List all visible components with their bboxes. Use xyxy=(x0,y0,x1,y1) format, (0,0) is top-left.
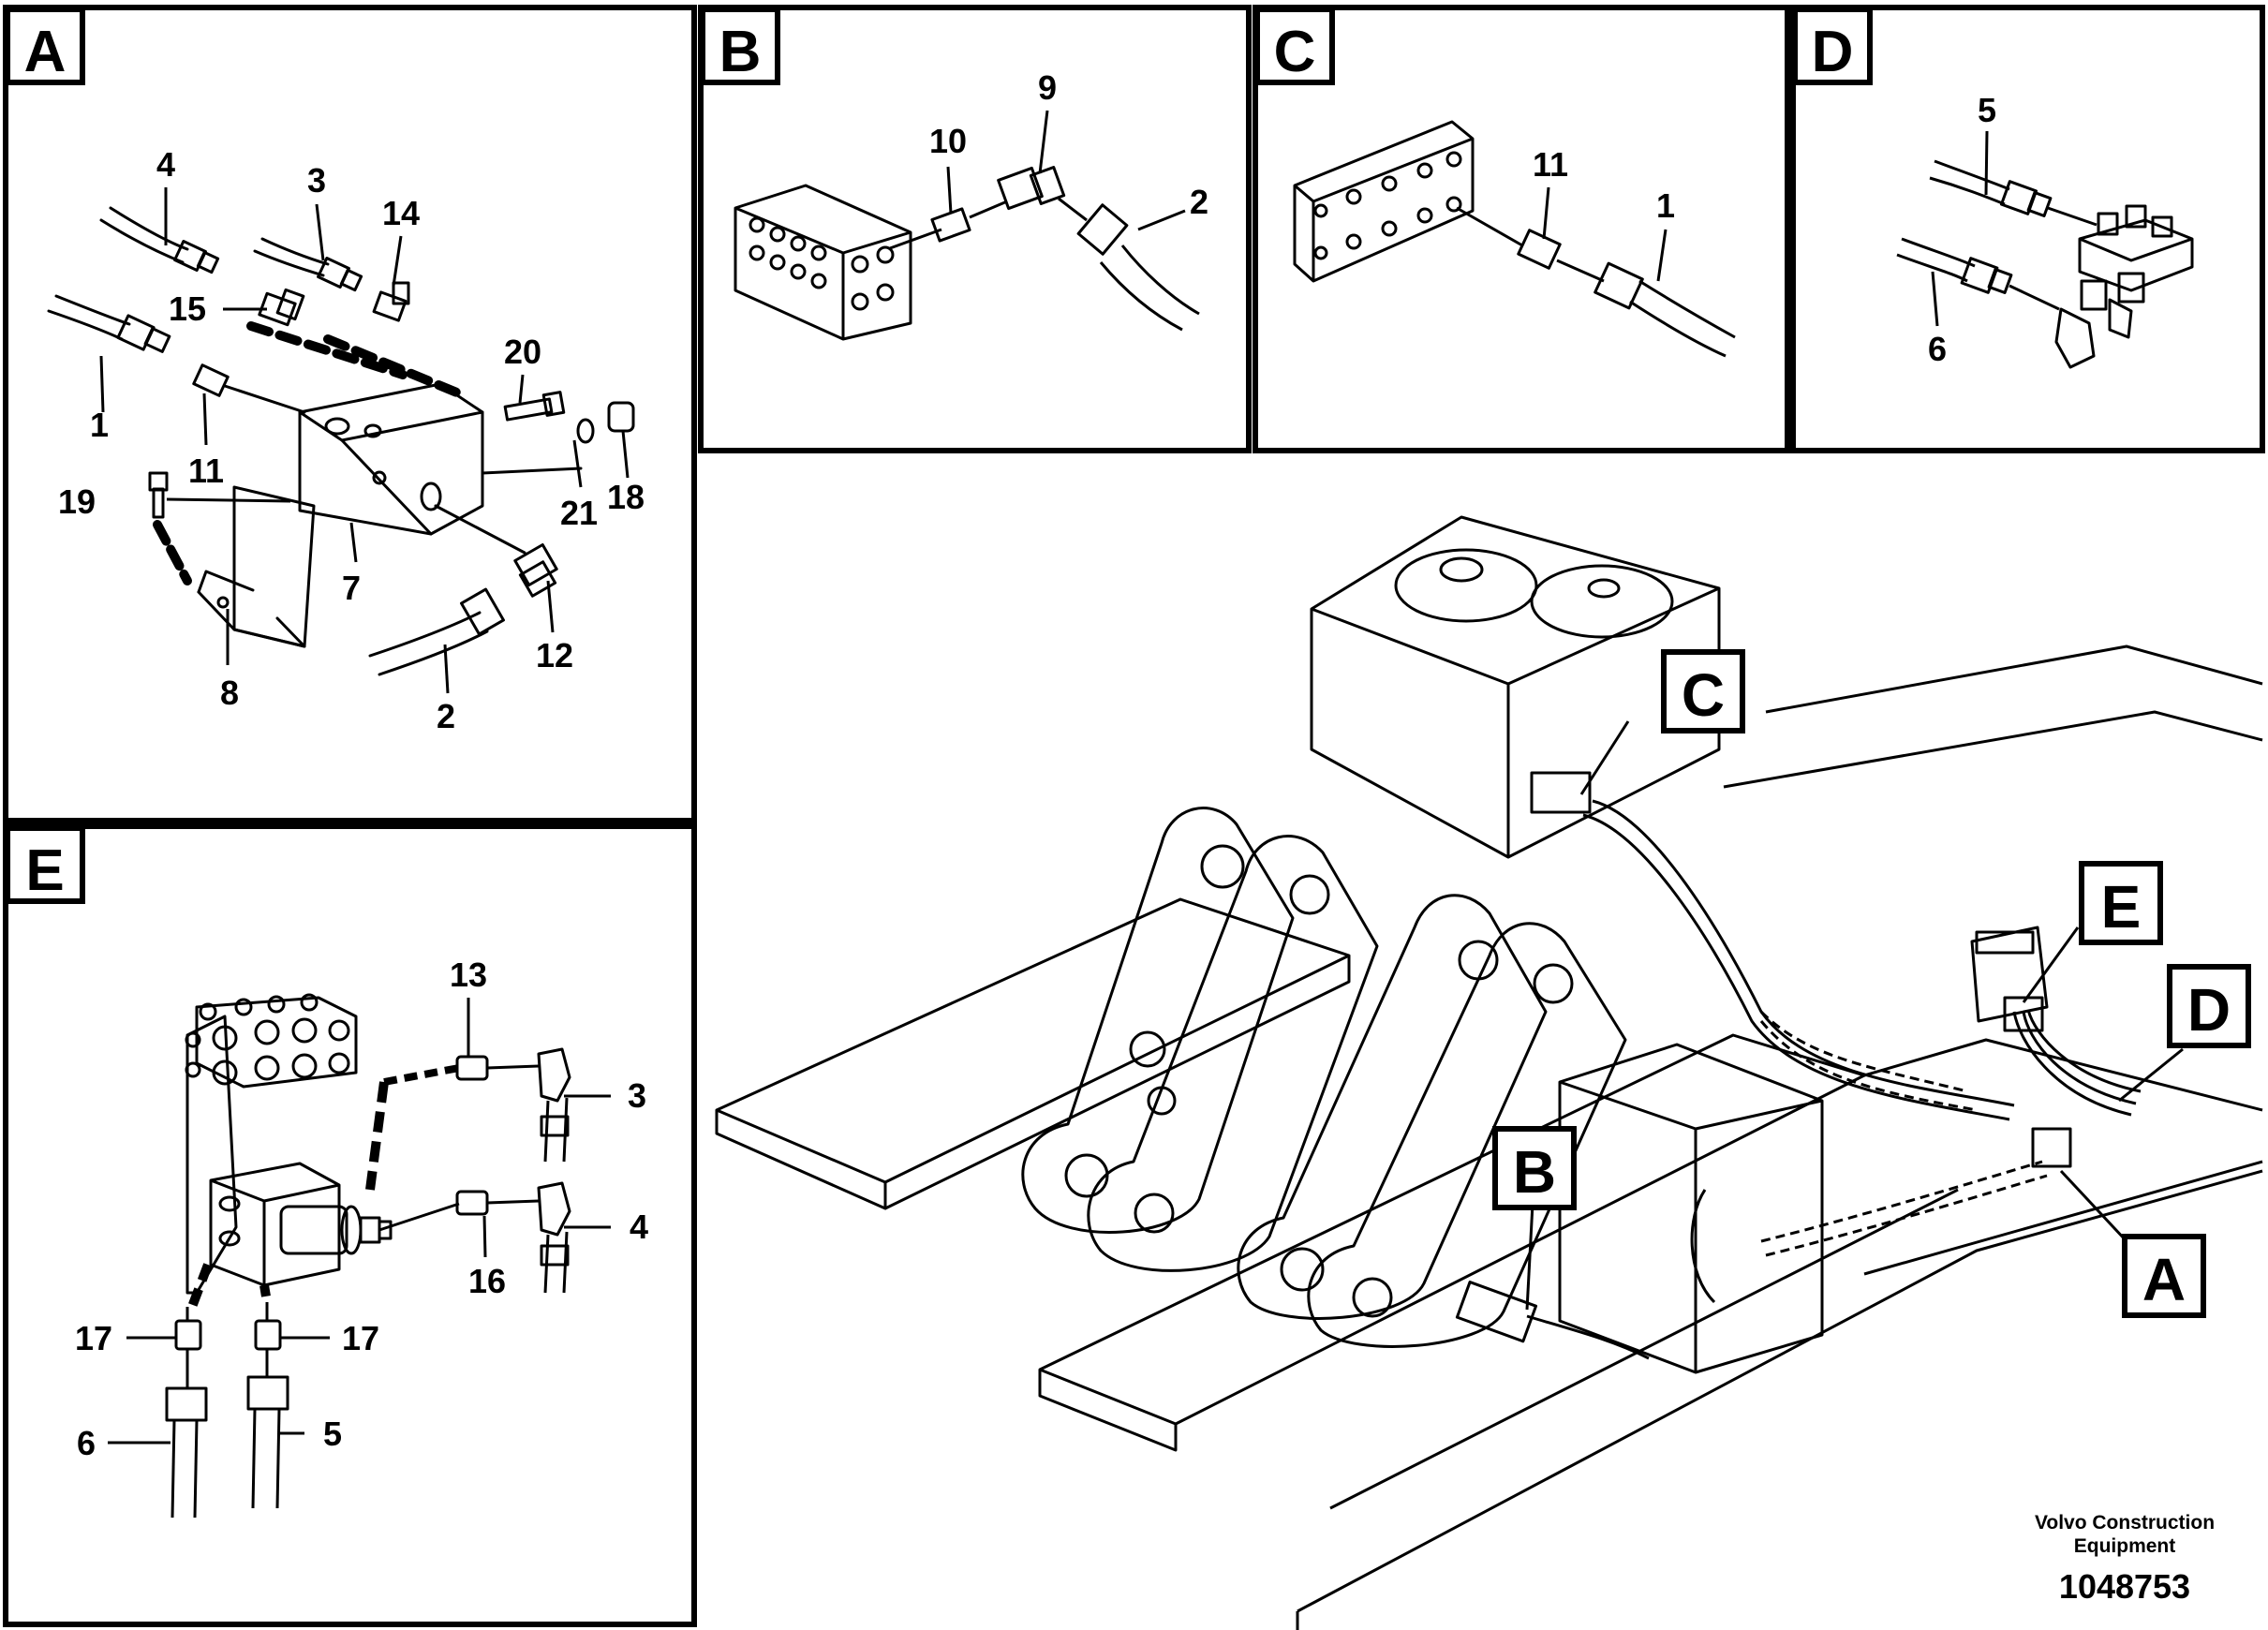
panel-d-drawing xyxy=(1896,159,2194,369)
fitting-9 xyxy=(997,166,1044,211)
marker-a-letter: A xyxy=(2142,1246,2186,1313)
callout-label: 1 xyxy=(1656,186,1675,225)
panel-c-callouts xyxy=(1542,186,1668,282)
plate-c xyxy=(1293,120,1475,283)
panel-e-callout-labels: 13 3 4 16 17 17 6 5 xyxy=(75,956,648,1462)
panel-e-label: E xyxy=(5,825,85,904)
panel-e-drawing xyxy=(165,993,571,1519)
panel-b-callout-labels: 10 9 2 xyxy=(929,68,1208,221)
panel-b-frame xyxy=(698,5,1252,453)
panel-e-letter: E xyxy=(25,838,64,903)
callout-label: 18 xyxy=(607,478,645,516)
panel-d-callout-labels: 5 6 xyxy=(1928,91,1996,368)
marker-a-box xyxy=(2122,1234,2206,1318)
callout-label: 5 xyxy=(323,1415,342,1453)
main-view-markers: C E D B A xyxy=(1492,649,2251,1318)
panel-c-callout-labels: 11 1 xyxy=(1533,145,1675,225)
marker-e-letter: E xyxy=(2101,873,2142,941)
callout-label: 11 xyxy=(188,452,224,490)
hose-3 xyxy=(253,249,325,277)
washer-21 xyxy=(576,418,595,444)
callout-label: 9 xyxy=(1038,68,1057,107)
marker-b-letter: B xyxy=(1513,1138,1556,1206)
callout-label: 21 xyxy=(560,494,598,532)
marker-d-box xyxy=(2167,964,2251,1048)
panel-c-label: C xyxy=(1254,7,1335,85)
panel-a-label: A xyxy=(5,7,85,85)
panel-a-frame xyxy=(3,5,697,823)
marker-d-letter: D xyxy=(2187,976,2231,1044)
marker-b-box xyxy=(1492,1126,1577,1210)
fitting-10 xyxy=(930,207,971,243)
callout-label: 1 xyxy=(90,406,109,444)
panel-b-drawing xyxy=(734,166,1200,341)
callout-label: 7 xyxy=(342,569,361,607)
callout-label: 16 xyxy=(468,1262,506,1300)
callout-label: 5 xyxy=(1978,91,1996,129)
marker-c-box xyxy=(1661,649,1745,734)
callout-label: 8 xyxy=(220,674,239,712)
tank xyxy=(1310,515,1721,859)
callout-label: 6 xyxy=(77,1424,96,1462)
callout-label: 14 xyxy=(382,194,420,232)
panel-e-frame xyxy=(3,823,697,1627)
company-name-line1: Volvo Construction xyxy=(2035,1512,2215,1534)
mounting-plate-e xyxy=(185,1015,238,1295)
hose-2-b xyxy=(1120,244,1200,316)
valve-bank-main xyxy=(1970,926,2049,1032)
callout-label: 6 xyxy=(1928,330,1947,368)
callout-label: 13 xyxy=(450,956,487,994)
nut-18 xyxy=(607,401,635,433)
panel-d-callouts xyxy=(1931,130,1989,327)
hose-1-c xyxy=(1638,279,1736,339)
panel-a-drawing xyxy=(47,206,635,676)
panel-frames xyxy=(3,5,2265,1627)
plate-b xyxy=(1455,1281,1538,1343)
callout-label: 12 xyxy=(536,636,573,674)
valve-box-a xyxy=(2031,1127,2072,1168)
panel-a-letter: A xyxy=(24,20,67,84)
valve-bank-e xyxy=(185,993,358,1089)
marker-c-letter: C xyxy=(1682,661,1725,729)
valve-unit-d xyxy=(2054,204,2194,369)
marker-e-box xyxy=(2079,861,2163,945)
panel-d-letter: D xyxy=(1812,20,1854,84)
callout-label: 19 xyxy=(58,482,96,521)
bolt-20 xyxy=(503,397,554,422)
panel-d-label: D xyxy=(1792,7,1873,85)
callout-label: 3 xyxy=(307,161,326,200)
valve-body-e xyxy=(209,1162,393,1287)
panel-a-callout-labels: 4 3 14 15 1 11 20 19 7 21 18 8 2 12 xyxy=(58,145,645,735)
callout-label: 17 xyxy=(75,1319,112,1357)
company-name-line2: Equipment xyxy=(2074,1535,2176,1557)
callout-label: 4 xyxy=(630,1208,648,1246)
block-7 xyxy=(298,382,484,536)
panel-c-letter: C xyxy=(1274,20,1316,84)
hose-5-d xyxy=(1929,176,2006,206)
panel-d-frame xyxy=(1790,5,2265,453)
manifold-block-b xyxy=(734,184,912,341)
callout-label: 17 xyxy=(342,1319,379,1357)
callout-label: 4 xyxy=(156,145,175,184)
callout-label: 2 xyxy=(437,697,455,735)
callout-label: 10 xyxy=(929,122,967,160)
boom-mounts xyxy=(1021,807,1627,1348)
main-assembly-view xyxy=(715,515,2263,1630)
callout-label: 20 xyxy=(504,333,541,371)
panel-b-letter: B xyxy=(719,20,762,84)
panel-c-drawing xyxy=(1293,120,1736,358)
callout-label: 11 xyxy=(1533,145,1568,184)
callout-label: 3 xyxy=(628,1076,646,1115)
drawing-number: 1048753 xyxy=(2059,1567,2190,1606)
panel-e-callouts xyxy=(108,998,611,1445)
footer: Volvo Construction Equipment 1048753 xyxy=(2035,1512,2215,1606)
panel-a-callouts xyxy=(99,187,630,694)
panel-b-label: B xyxy=(700,7,780,85)
callout-label: 2 xyxy=(1190,183,1208,221)
panel-b-callouts xyxy=(946,110,1186,231)
callout-label: 15 xyxy=(169,289,206,328)
panel-c-frame xyxy=(1253,5,1790,453)
